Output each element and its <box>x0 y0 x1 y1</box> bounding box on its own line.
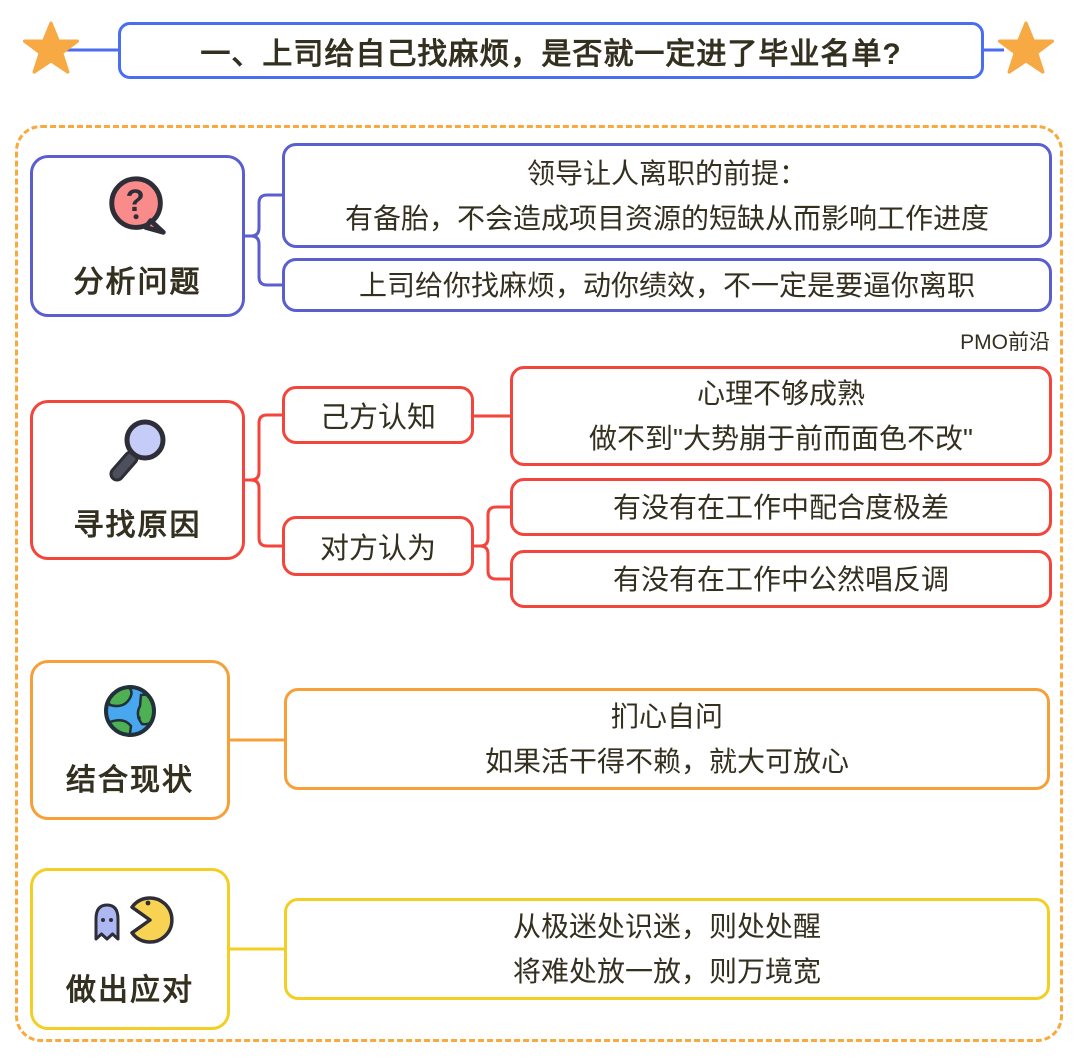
globe-icon <box>100 681 160 741</box>
node-find-reasons: 寻找原因 <box>30 400 245 560</box>
branch-other-view: 对方认为 <box>282 516 474 576</box>
node-label: 寻找原因 <box>73 509 202 542</box>
branch-own-cognition: 己方认知 <box>282 386 474 444</box>
leaf-proverb: 从极迷处识迷，则处处醒 将难处放一放，则万境宽 <box>284 898 1050 1000</box>
node-label: 结合现状 <box>66 764 194 797</box>
dashed-frame <box>15 125 1063 1042</box>
svg-text:?: ? <box>125 183 146 218</box>
leaf-poor-cooperation: 有没有在工作中配合度极差 <box>510 478 1052 536</box>
star-icon-left <box>23 21 79 74</box>
leaf-premise: 领导让人离职的前提： 有备胎，不会造成项目资源的短缺从而影响工作进度 <box>282 143 1052 248</box>
node-label: 做出应对 <box>66 974 194 1007</box>
star-icon-right <box>998 21 1054 74</box>
magnifier-icon <box>105 416 171 486</box>
node-make-response: 做出应对 <box>30 868 230 1030</box>
node-label: 分析问题 <box>73 266 202 299</box>
pacman-ghost-icon <box>82 889 178 951</box>
node-current-status: 结合现状 <box>30 660 230 820</box>
leaf-ask-yourself: 扪心自问 如果活干得不赖，就大可放心 <box>284 688 1050 790</box>
leaf-openly-opposing: 有没有在工作中公然唱反调 <box>510 550 1052 608</box>
question-bubble-icon: ? <box>103 171 173 243</box>
node-analyze-problem: ? 分析问题 <box>30 155 245 317</box>
leaf-not-mature: 心理不够成熟 做不到"大势崩于前而面色不改" <box>510 366 1052 466</box>
page-title: 一、上司给自己找麻烦，是否就一定进了毕业名单? <box>118 22 984 79</box>
watermark: PMO前沿 <box>960 331 1050 354</box>
leaf-not-necessarily-quit: 上司给你找麻烦，动你绩效，不一定是要逼你离职 <box>282 258 1052 312</box>
